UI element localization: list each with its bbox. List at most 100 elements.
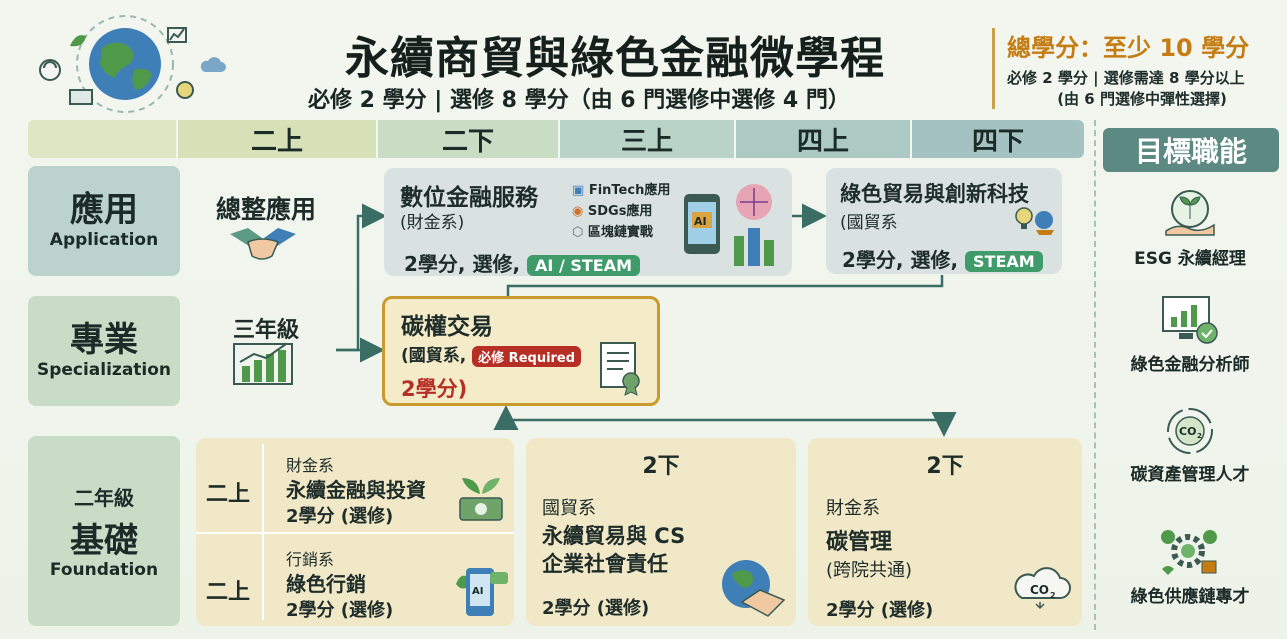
tag-sdgs: ◉ SDGs應用 [572, 204, 653, 219]
role-label: 碳資產管理人才 [1130, 465, 1250, 485]
handshake-icon [226, 222, 300, 268]
course-name: 綠色行銷 [286, 572, 366, 596]
co2-cycle-icon: CO 2 [1100, 402, 1280, 460]
course-dept: 財金系 [826, 498, 880, 519]
ai-chat-phone-icon: AI [452, 562, 510, 620]
credit-rule: 必修 2 學分 | 選修需達 8 學分以上 [1007, 69, 1245, 87]
analytics-monitor-icon [1100, 292, 1280, 350]
co2-subscript: 2 [1050, 591, 1056, 600]
course-sem: 二上 [206, 482, 251, 507]
co2-label: CO [1030, 583, 1049, 597]
role-label: 綠色金融分析師 [1130, 355, 1250, 375]
semester-5: 四下 [912, 120, 1084, 158]
globe-illustration [30, 8, 230, 116]
course-carbon-mgmt[interactable]: 2下 財金系 碳管理 (跨院共通) 2學分 (選修) CO 2 [808, 438, 1082, 626]
semester-4: 四上 [736, 120, 912, 158]
course-dept: (國貿系, [401, 346, 467, 366]
bulb-ship-icon [1012, 204, 1056, 236]
stage-third-year-label: 三年級 [232, 318, 299, 343]
certificate-icon [597, 341, 645, 397]
credit-note: (由 6 門選修中彈性選擇) [1057, 90, 1227, 108]
course-group-2a: 二上 財金系 永續金融與投資 2學分 (選修) 二上 行銷系 綠色行銷 2學分 … [196, 438, 514, 626]
course-credits-row: 2學分, 選修, AI / STEAM [404, 248, 641, 277]
credit-summary: 總學分：至少 10 學分 必修 2 學分 | 選修需達 8 學分以上 (由 6 … [992, 28, 1282, 109]
semester-header: 二上 二下 三上 四上 四下 [28, 120, 1084, 158]
row-foundation: 二年級 基礎 Foundation [28, 436, 180, 626]
row-specialization-zh: 專業 [70, 320, 138, 361]
row-specialization: 專業 Specialization [28, 296, 180, 406]
page-subtitle: 必修 2 學分 | 選修 8 學分（由 6 門選修中選修 4 門） [308, 88, 850, 113]
plant-hand-icon [1100, 186, 1280, 244]
course-dept: (財金系) [400, 213, 465, 233]
co2-target-label: CO [1179, 425, 1196, 438]
target-title: 目標職能 [1103, 128, 1279, 172]
role-label: ESG 永續經理 [1134, 249, 1246, 269]
row-application-zh: 應用 [70, 190, 138, 231]
course-carbon-trading[interactable]: 碳權交易 (國貿系, 必修 Required 2學分) [382, 296, 660, 406]
course-credits: 2學分, 選修, [842, 248, 959, 272]
row-foundation-zh: 基礎 [70, 520, 138, 561]
stage-capstone: 總整應用 [196, 190, 336, 226]
course-green-trade[interactable]: 綠色貿易與創新科技 (國貿系 2學分, 選修, STEAM [826, 168, 1062, 274]
page-title: 永續商貿與綠色金融微學程 [345, 33, 885, 84]
course-name: 碳管理 [826, 530, 893, 555]
tag-fintech: ▣ FinTech應用 [572, 183, 671, 198]
course-sem: 二上 [206, 580, 251, 605]
course-dept-row: (國貿系, 必修 Required [401, 341, 582, 367]
row-application: 應用 Application [28, 166, 180, 276]
course-name: 碳權交易 [401, 314, 493, 340]
course-credits: 2學分 (選修) [826, 600, 934, 621]
row-foundation-grade: 二年級 [74, 485, 134, 510]
ai-steam-badge: AI / STEAM [527, 255, 641, 276]
course-credits: 2學分) [401, 377, 468, 401]
role-green-supply-chain: 綠色供應鏈專才 [1100, 524, 1280, 607]
row-application-en: Application [49, 229, 159, 250]
stage-capstone-label: 總整應用 [215, 195, 316, 224]
cloud-icon [198, 54, 228, 76]
course-name: 永續金融與投資 [286, 478, 426, 502]
course-green-marketing[interactable]: 二上 行銷系 綠色行銷 2學分 (選修) AI [196, 534, 514, 626]
row-specialization-en: Specialization [36, 359, 172, 380]
co2-cloud-icon: CO 2 [1010, 558, 1074, 610]
role-green-finance-analyst: 綠色金融分析師 [1100, 292, 1280, 375]
semester-2: 二下 [378, 120, 560, 158]
course-credits-row: 2學分, 選修, STEAM [842, 244, 1043, 273]
money-plant-icon [454, 474, 508, 524]
tag-blockchain: ⬡ 區塊鏈實戰 [572, 225, 653, 240]
globe-handshake-icon [712, 556, 792, 622]
panel-divider [1094, 120, 1096, 630]
semester-3: 三上 [560, 120, 736, 158]
stage-third-year: 三年級 [206, 312, 326, 344]
total-credits: 總學分：至少 10 學分 [1007, 34, 1250, 62]
course-dept: 國貿系 [542, 498, 596, 519]
semester-blank [28, 120, 178, 158]
course-digital-finance[interactable]: 數位金融服務 (財金系) ▣ FinTech應用 ◉ SDGs應用 ⬡ 區塊鏈實… [384, 168, 792, 276]
row-foundation-en: Foundation [49, 560, 159, 581]
course-sem: 2下 [926, 454, 964, 479]
supply-chain-gears-icon [1100, 524, 1280, 582]
required-badge: 必修 Required [472, 345, 582, 367]
role-label: 綠色供應鏈專才 [1130, 587, 1250, 607]
course-name-line2: 企業社會責任 [542, 552, 668, 576]
course-sem: 2下 [642, 454, 680, 479]
course-credits: 2學分, 選修, [404, 252, 521, 276]
course-credits: 2學分 (選修) [542, 598, 650, 619]
course-name: 數位金融服務 [400, 185, 538, 211]
ai-phone-icon: AI [680, 176, 786, 272]
co2-target-subscript: 2 [1197, 432, 1202, 440]
course-sustainable-finance[interactable]: 二上 財金系 永續金融與投資 2學分 (選修) [196, 438, 514, 532]
role-esg-manager: ESG 永續經理 [1100, 186, 1280, 269]
course-credits: 2學分 (選修) [286, 506, 394, 527]
course-dept: (國貿系 [840, 213, 898, 233]
course-name-line1: 永續貿易與 CS [542, 524, 686, 548]
course-dept: 行銷系 [286, 550, 335, 569]
role-carbon-asset-manager: CO 2 碳資產管理人才 [1100, 402, 1280, 485]
ai-phone-label: AI [472, 586, 483, 597]
course-note: (跨院共通) [826, 560, 913, 581]
bar-chart-icon [232, 340, 296, 386]
course-dept: 財金系 [286, 456, 335, 475]
ai-chip-label: AI [694, 215, 707, 228]
course-csr[interactable]: 2下 國貿系 永續貿易與 CS 企業社會責任 2學分 (選修) [526, 438, 796, 626]
semester-1: 二上 [178, 120, 378, 158]
course-tags: ▣ FinTech應用 ◉ SDGs應用 ⬡ 區塊鏈實戰 [572, 180, 670, 243]
